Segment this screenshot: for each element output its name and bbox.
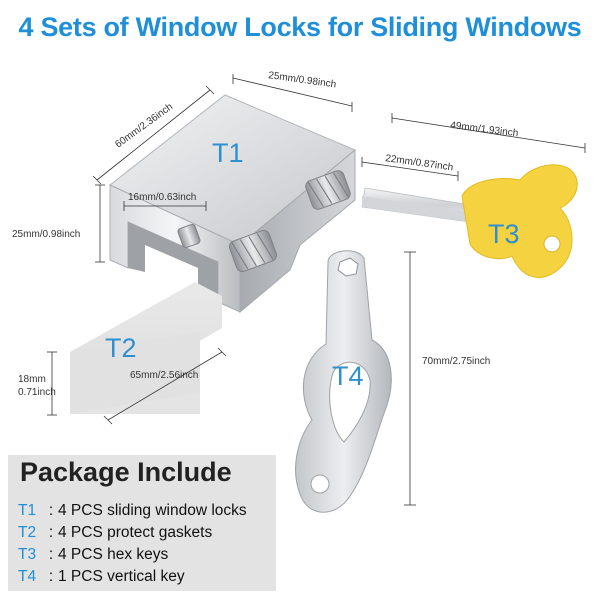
package-item-text: 4 PCS sliding window locks [58,502,247,519]
t3-hex-key: T3 [361,164,578,278]
package-heading: Package Include [20,457,232,487]
package-item-t3: T3:4 PCS hex keys [18,546,168,564]
t1-screw-top [305,170,351,210]
t1-screw-bottom [228,229,278,273]
t4-dimension-lines [404,251,416,506]
t1-screw-inner [177,223,201,249]
t1-width-dimension: 25mm/0.98inch [268,70,337,90]
package-item-text: 4 PCS protect gaskets [58,524,213,541]
t2-height-mm-dimension: 18mm [18,374,46,385]
t2-length-dimension: 65mm/2.56inch [130,370,198,381]
t1-window-lock: T1 [109,94,356,314]
package-item-code: T4 [18,568,37,585]
t4-vertical-key: T4 [295,250,392,513]
package-item-separator: : [48,568,54,585]
t1-dimension-lines [92,74,353,263]
package-item-code: T3 [18,546,37,563]
t3-total-dimension: 49mm/1.93inch [450,120,519,139]
t4-label: T4 [332,361,364,391]
t3-label: T3 [488,219,520,249]
t2-height-inch-dimension: 0.71inch [18,387,56,398]
t4-length-dimension: 70mm/2.75inch [422,356,490,367]
t2-label: T2 [105,333,137,363]
package-item-text: 4 PCS hex keys [58,546,169,563]
package-item-t1: T1:4 PCS sliding window locks [18,502,247,520]
package-item-separator: : [48,502,54,519]
package-item-t2: T2:4 PCS protect gaskets [18,524,212,542]
t1-label: T1 [212,138,244,168]
package-item-separator: : [48,524,54,541]
t2-protect-gasket: T2 [70,282,222,414]
page-title: 4 Sets of Window Locks for Sliding Windo… [18,12,582,42]
t1-height-dimension: 25mm/0.98inch [12,229,80,240]
package-item-separator: : [48,546,54,563]
package-include-panel: Package Include T1:4 PCS sliding window … [8,455,276,591]
package-item-text: 1 PCS vertical key [58,568,185,585]
t2-dimension-lines [47,347,227,425]
package-item-t4: T4:1 PCS vertical key [18,568,185,586]
t3-dimension-lines [361,113,586,181]
package-item-code: T2 [18,524,37,541]
t1-gap-dimension: 16mm/0.63inch [128,192,196,203]
package-item-code: T1 [18,502,37,519]
